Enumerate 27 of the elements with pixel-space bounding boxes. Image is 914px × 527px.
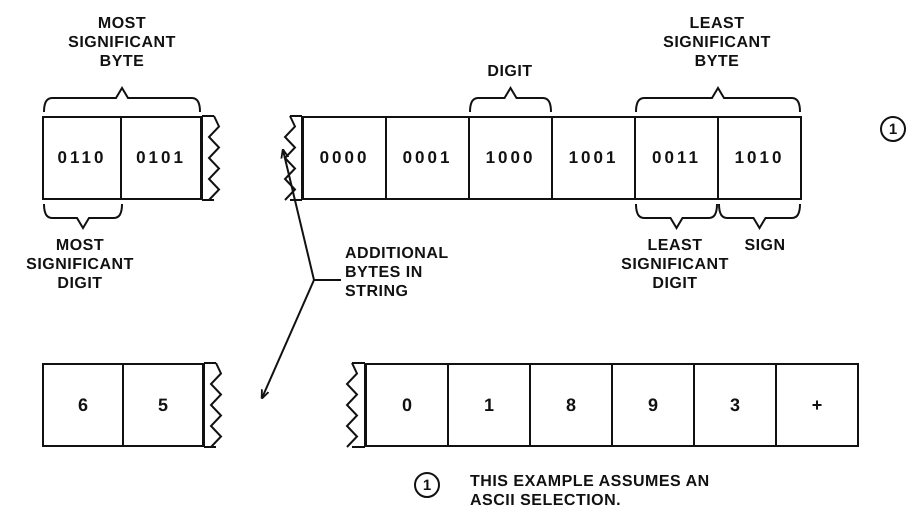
byte-cell: 1000	[468, 116, 553, 200]
character-cell: 0	[365, 363, 449, 447]
character-cell: 8	[529, 363, 613, 447]
byte-cell: 0101	[120, 116, 202, 200]
character-cell: +	[775, 363, 859, 447]
annotation-label: MOST SIGNIFICANT BYTE	[67, 14, 177, 72]
byte-cell: 0001	[385, 116, 470, 200]
byte-cell: 0110	[42, 116, 122, 200]
character-cell: 1	[447, 363, 531, 447]
annotation-label: MOST SIGNIFICANT DIGIT	[25, 236, 135, 294]
annotation-text: ADDITIONAL BYTES IN STRING	[345, 244, 450, 302]
arrow	[260, 279, 341, 400]
byte-cell: 0011	[634, 116, 719, 200]
annotation-label: LEAST SIGNIFICANT BYTE	[662, 14, 772, 72]
byte-cell: 1001	[551, 116, 636, 200]
note-marker: 1	[880, 116, 906, 142]
annotation-label: LEAST SIGNIFICANT DIGIT	[620, 236, 730, 294]
character-cell: 9	[611, 363, 695, 447]
annotation-label: SIGN	[743, 236, 787, 256]
note-marker: 1	[414, 472, 440, 498]
byte-cell: 0000	[302, 116, 387, 200]
annotation-label: DIGIT	[486, 62, 534, 82]
character-cell: 3	[693, 363, 777, 447]
character-cell: 6	[42, 363, 124, 447]
footnote: THIS EXAMPLE ASSUMES AN ASCII SELECTION.	[470, 472, 711, 510]
character-cell: 5	[122, 363, 204, 447]
byte-cell: 1010	[717, 116, 802, 200]
